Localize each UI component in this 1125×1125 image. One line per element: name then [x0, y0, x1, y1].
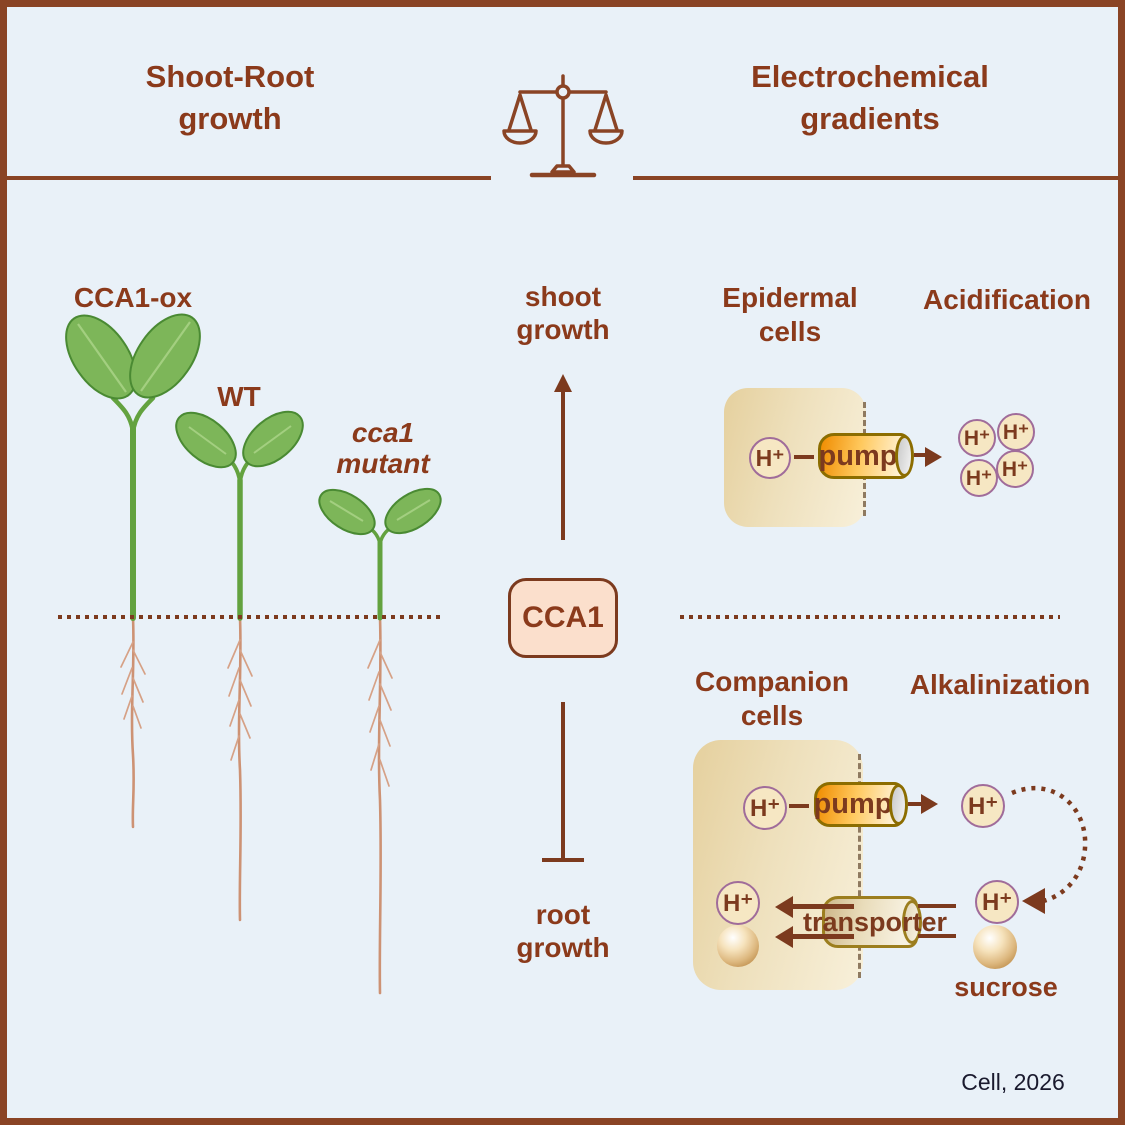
transporter-opening [902, 900, 922, 944]
acidification-title: Acidification [922, 284, 1091, 315]
seedling-cca1-ox [65, 313, 201, 621]
proton-ion: H⁺ [961, 784, 1005, 828]
proton-ion: H⁺ [997, 413, 1035, 451]
sucrose-sphere [717, 925, 759, 967]
proton-ion: H⁺ [975, 880, 1019, 924]
cca1-regulator-label: CCA1 [522, 601, 604, 634]
seedling-roots [120, 616, 393, 995]
seedling-wt [175, 410, 304, 621]
right-panel-divider [680, 615, 1060, 619]
root-inhibition-shaft [561, 702, 565, 858]
import-arrow-head [775, 926, 793, 948]
pump-opening [889, 784, 908, 825]
balance-scale-icon [502, 74, 624, 178]
transporter-inlet-line [918, 934, 956, 938]
companion-membrane [858, 754, 861, 978]
header-divider-right [633, 176, 1118, 180]
soil-line [58, 615, 443, 619]
proton-ion: H⁺ [743, 786, 787, 830]
import-arrow-shaft [791, 934, 854, 939]
sucrose-label: sucrose [954, 972, 1058, 1002]
companion-cells-title: Companion cells [695, 666, 849, 731]
cca1-regulator-box: CCA1 [508, 578, 618, 658]
transporter-inlet-line [918, 904, 956, 908]
root-growth-label: root growth [516, 899, 610, 963]
proton-pump-companion: pump [813, 782, 908, 827]
citation: Cell, 2026 [961, 1069, 1065, 1095]
proton-ion: H⁺ [716, 881, 760, 925]
transporter-label: transporter [802, 907, 948, 937]
proton-pump-connector [789, 804, 809, 808]
efflux-arrow-head [921, 794, 938, 814]
left-panel-title: Shoot-Root growth [145, 59, 315, 136]
right-panel-title: Electrochemical gradients [751, 59, 989, 136]
import-arrow-head [775, 896, 793, 918]
seedlings-illustration [65, 313, 442, 995]
seedling-cca1-mutant [318, 487, 442, 621]
epidermal-cells-title: Epidermal cells [722, 282, 858, 347]
pump-label: pump [818, 439, 898, 472]
pump-label: pump [813, 788, 893, 820]
proton-ion: H⁺ [996, 450, 1034, 488]
import-arrow-shaft [791, 904, 854, 909]
shoot-arrow-shaft [561, 390, 565, 540]
proton-ion: H⁺ [960, 459, 998, 497]
shoot-arrow-head [554, 374, 572, 392]
pump-opening [895, 435, 914, 477]
root-inhibition-bar [542, 858, 584, 862]
proton-pump-connector [794, 455, 814, 459]
shoot-growth-label: shoot growth [516, 281, 610, 345]
efflux-arrow-shaft [914, 453, 926, 457]
plant-label-wt: WT [217, 381, 261, 412]
plant-label-cca1-ox: CCA1-ox [73, 282, 193, 313]
efflux-arrow-head [925, 447, 942, 467]
proton-pump-epidermal: pump [818, 433, 914, 479]
sucrose-sphere [973, 925, 1017, 969]
proton-recycle-arrow [1011, 786, 1088, 914]
alkalinization-title: Alkalinization [909, 669, 1091, 700]
proton-ion: H⁺ [958, 419, 996, 457]
plant-label-cca1-mutant: cca1 mutant [336, 417, 430, 479]
header-divider-left [7, 176, 491, 180]
efflux-arrow-shaft [908, 802, 922, 806]
proton-ion: H⁺ [749, 437, 791, 479]
